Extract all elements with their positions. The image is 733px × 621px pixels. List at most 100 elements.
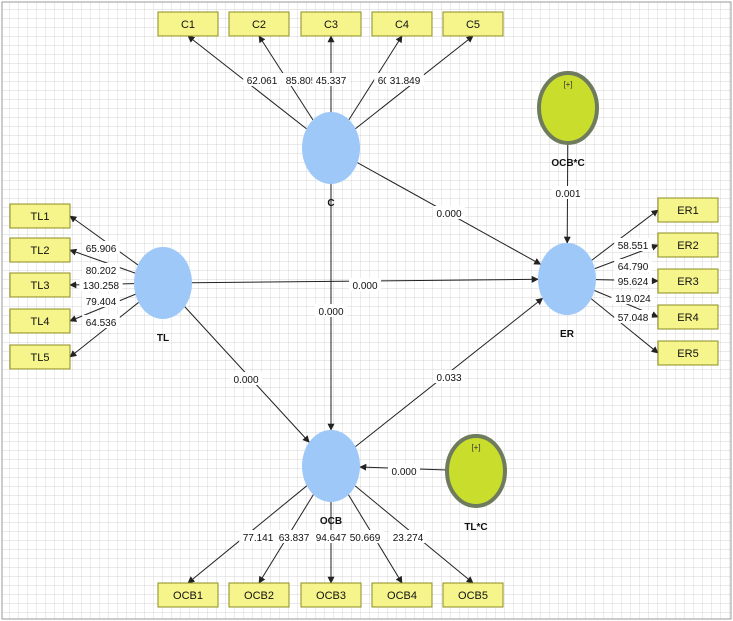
indicator-box[interactable] [442,582,504,608]
path-value-c-ocb-bg [315,304,347,317]
loading-arrow-er1 [591,209,659,261]
moderator-circle[interactable] [537,71,599,145]
indicator-box[interactable] [657,304,719,330]
path-value-c-er-text: 0.000 [436,209,461,220]
indicator-er5[interactable]: ER5 [657,340,719,366]
expand-symbol[interactable]: [+] [563,80,572,89]
loading-value-er2-bg [614,259,652,272]
loading-value-c5: 31.849 [386,73,424,87]
loading-value-er5-bg [614,310,652,323]
indicator-tl4[interactable]: TL4 [9,308,71,334]
loading-value-tl5-bg [82,315,120,328]
indicator-box[interactable] [300,11,362,37]
loading-value-ocb4: 50.669 [346,530,384,544]
loading-value-c3-text: 45.337 [316,76,347,87]
latent-circle[interactable] [302,430,360,502]
indicator-tl1[interactable]: TL1 [9,203,71,229]
expand-symbol[interactable]: [+] [471,443,480,452]
indicator-box[interactable] [9,308,71,334]
indicator-box[interactable] [9,237,71,263]
loading-value-er4-text: 119.024 [615,294,651,305]
indicator-box[interactable] [9,344,71,370]
indicator-box[interactable] [657,268,719,294]
moderator-label: TL*C [464,522,487,533]
indicator-c4[interactable]: C4 [371,11,433,37]
loading-value-ocb1-bg [239,530,277,543]
indicator-box[interactable] [657,197,719,223]
path-value-tl-ocb-bg [230,372,262,385]
path-value-tl-ocb: 0.000 [230,372,262,386]
indicator-label: TL1 [31,211,50,223]
indicator-tl5[interactable]: TL5 [9,344,71,370]
indicator-er3[interactable]: ER3 [657,268,719,294]
loading-value-ocb4-bg [346,530,384,543]
loading-value-c3: 45.337 [312,73,350,87]
indicator-box[interactable] [9,203,71,229]
indicator-box[interactable] [442,11,504,37]
latent-circle[interactable] [134,247,192,319]
indicator-ocb3[interactable]: OCB3 [300,582,362,608]
loading-value-ocb5-text: 23.274 [393,533,424,544]
indicator-c5[interactable]: C5 [442,11,504,37]
loading-value-ocb2-text: 63.837 [279,533,310,544]
loading-value-ocb3-bg [312,530,350,543]
indicator-box[interactable] [157,11,219,37]
latent-er[interactable]: ER [538,243,596,340]
indicator-tl2[interactable]: TL2 [9,237,71,263]
path-value-tlxc-ocb: 0.000 [388,464,420,478]
latent-ocb[interactable]: OCB [302,430,360,527]
indicator-box[interactable] [157,582,219,608]
indicator-c2[interactable]: C2 [228,11,290,37]
indicator-ocb2[interactable]: OCB2 [228,582,290,608]
loading-value-c2-bg [282,73,320,86]
loading-value-tl4-bg [82,294,120,307]
indicator-box[interactable] [228,582,290,608]
indicator-label: OCB1 [173,590,203,602]
indicator-ocb4[interactable]: OCB4 [371,582,433,608]
indicator-box[interactable] [657,232,719,258]
latent-circle[interactable] [538,243,596,315]
loading-value-er1-bg [614,238,652,251]
indicator-label: C4 [395,19,409,31]
moderator-ocbxc[interactable]: [+]OCB*C [537,71,599,169]
indicator-box[interactable] [300,582,362,608]
loading-value-c1-bg [243,73,281,86]
latent-tl[interactable]: TL [134,247,192,344]
indicator-tl3[interactable]: TL3 [9,272,71,298]
path-value-c-ocb: 0.000 [315,304,347,318]
loading-arrow-er5 [590,298,659,354]
indicator-box[interactable] [228,11,290,37]
indicator-label: ER2 [677,240,698,252]
indicator-c1[interactable]: C1 [157,11,219,37]
moderator-circle[interactable] [445,434,507,508]
indicator-c3[interactable]: C3 [300,11,362,37]
indicator-box[interactable] [371,582,433,608]
latent-c[interactable]: C [302,112,360,209]
loading-value-ocb5: 23.274 [389,530,427,544]
loading-value-c2: 85.805 [282,73,320,87]
loading-value-tl2: 80.202 [82,263,120,277]
path-value-tl-er-text: 0.000 [352,281,377,292]
loading-value-ocb1-text: 77.141 [243,533,274,544]
moderator-tlxc[interactable]: [+] TL*C [445,434,507,533]
path-value-tlxc-ocb-text: 0.000 [391,467,416,478]
loading-value-tl2-text: 80.202 [86,266,117,277]
indicator-box[interactable] [371,11,433,37]
indicator-er2[interactable]: ER2 [657,232,719,258]
path-value-ocb-er: 0.033 [433,370,465,384]
indicator-box[interactable] [657,340,719,366]
loading-value-c1-text: 62.061 [247,76,278,87]
loading-value-c2-text: 85.805 [286,76,317,87]
indicator-label: ER1 [677,205,698,217]
indicator-er1[interactable]: ER1 [657,197,719,223]
path-value-c-ocb-text: 0.000 [318,307,343,318]
indicator-ocb1[interactable]: OCB1 [157,582,219,608]
loading-value-c5-bg [386,73,424,86]
indicator-box[interactable] [9,272,71,298]
latent-circle[interactable] [302,112,360,184]
indicator-ocb5[interactable]: OCB5 [442,582,504,608]
indicator-er4[interactable]: ER4 [657,304,719,330]
loading-value-er2: 64.790 [614,259,652,273]
